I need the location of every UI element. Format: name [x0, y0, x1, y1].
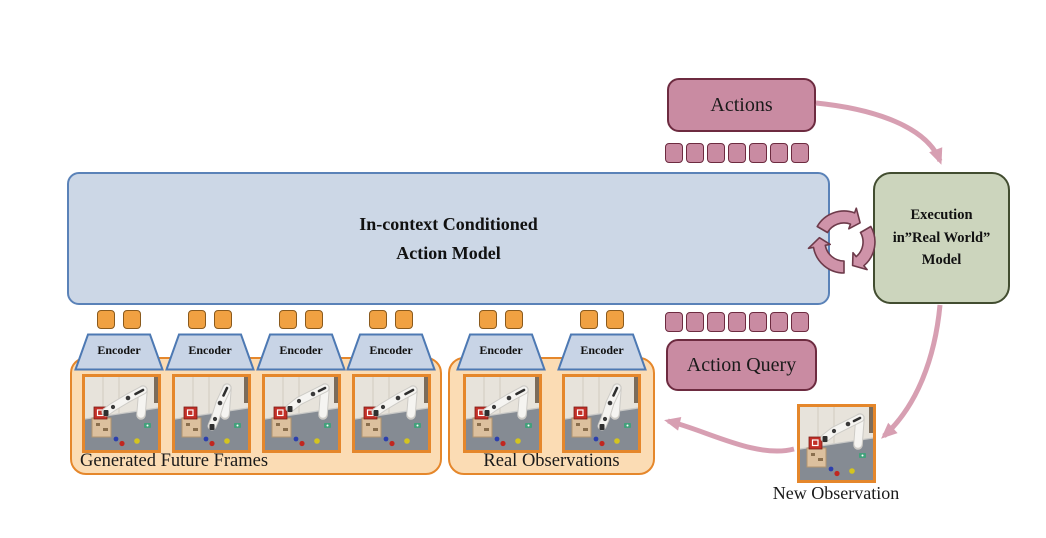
model-title-line1: In-context Conditioned — [359, 213, 538, 234]
encoder-group-3: Encoder — [256, 308, 346, 371]
visual-token — [214, 310, 232, 329]
new-observation-image — [797, 404, 876, 483]
encoder-label: Encoder — [479, 343, 523, 357]
visual-token — [580, 310, 598, 329]
action-query-token — [707, 312, 725, 332]
action-token-row — [665, 143, 817, 163]
new-observation-to-real-observations-arrow — [664, 416, 795, 454]
encoder-group-2: Encoder — [165, 308, 255, 371]
visual-token — [305, 310, 323, 329]
visual-token — [369, 310, 387, 329]
real-observations-label: Real Observations — [483, 451, 620, 471]
action-token — [770, 143, 788, 163]
encoder-trapezoid: Encoder — [74, 333, 164, 371]
encoder-group-1: Encoder — [74, 308, 164, 371]
in-context-action-model-box: In-context Conditioned Action Model — [67, 172, 830, 305]
encoder-label: Encoder — [188, 343, 232, 357]
action-query-token — [791, 312, 809, 332]
encoder-group-5: Encoder — [456, 308, 546, 371]
generated-frame-4-image — [352, 374, 431, 453]
action-token — [728, 143, 746, 163]
encoder-trapezoid: Encoder — [346, 333, 436, 371]
action-token — [791, 143, 809, 163]
action-query-label: Action Query — [686, 353, 797, 376]
encoder-trapezoid: Encoder — [165, 333, 255, 371]
encoder-label: Encoder — [97, 343, 141, 357]
visual-token-pair — [456, 310, 546, 329]
actions-to-execution-arrow — [815, 100, 943, 165]
action-query-token — [665, 312, 683, 332]
encoder-label: Encoder — [369, 343, 413, 357]
visual-token-pair — [346, 310, 436, 329]
visual-token — [505, 310, 523, 329]
execution-label-line3: Model — [921, 252, 962, 269]
action-query-box: Action Query — [666, 339, 817, 391]
generated-frame-1-image — [82, 374, 161, 453]
generated-frame-3-image — [262, 374, 341, 453]
visual-token — [97, 310, 115, 329]
action-query-token — [728, 312, 746, 332]
action-query-token — [686, 312, 704, 332]
actions-label: Actions — [710, 93, 773, 116]
visual-token-pair — [165, 310, 255, 329]
actions-box: Actions — [667, 78, 816, 132]
encoder-group-6: Encoder — [557, 308, 647, 371]
action-query-token-row — [665, 312, 817, 332]
encoder-trapezoid: Encoder — [557, 333, 647, 371]
visual-token — [279, 310, 297, 329]
real-observation-1-image — [463, 374, 542, 453]
action-token — [707, 143, 725, 163]
visual-token-pair — [256, 310, 346, 329]
model-title-line2: Action Model — [396, 242, 501, 263]
visual-token — [188, 310, 206, 329]
visual-token-pair — [557, 310, 647, 329]
visual-token — [123, 310, 141, 329]
visual-token-pair — [74, 310, 164, 329]
action-token — [686, 143, 704, 163]
encoder-label: Encoder — [580, 343, 624, 357]
execution-label-line2: in”Real World” — [892, 229, 991, 246]
visual-token — [395, 310, 413, 329]
execution-label-line1: Execution — [910, 207, 973, 224]
visual-token — [479, 310, 497, 329]
encoder-trapezoid: Encoder — [456, 333, 546, 371]
action-query-token — [770, 312, 788, 332]
action-token — [665, 143, 683, 163]
action-query-token — [749, 312, 767, 332]
new-observation-label: New Observation — [772, 483, 900, 503]
encoder-group-4: Encoder — [346, 308, 436, 371]
generated-future-frames-label: Generated Future Frames — [80, 451, 269, 471]
execution-to-new-observation-arrow — [881, 304, 943, 439]
execution-real-world-model-box: Execution in”Real World” Model — [873, 172, 1010, 304]
action-token — [749, 143, 767, 163]
encoder-trapezoid: Encoder — [256, 333, 346, 371]
real-observation-2-image — [562, 374, 641, 453]
visual-token — [606, 310, 624, 329]
encoder-label: Encoder — [279, 343, 323, 357]
generated-frame-2-image — [172, 374, 251, 453]
